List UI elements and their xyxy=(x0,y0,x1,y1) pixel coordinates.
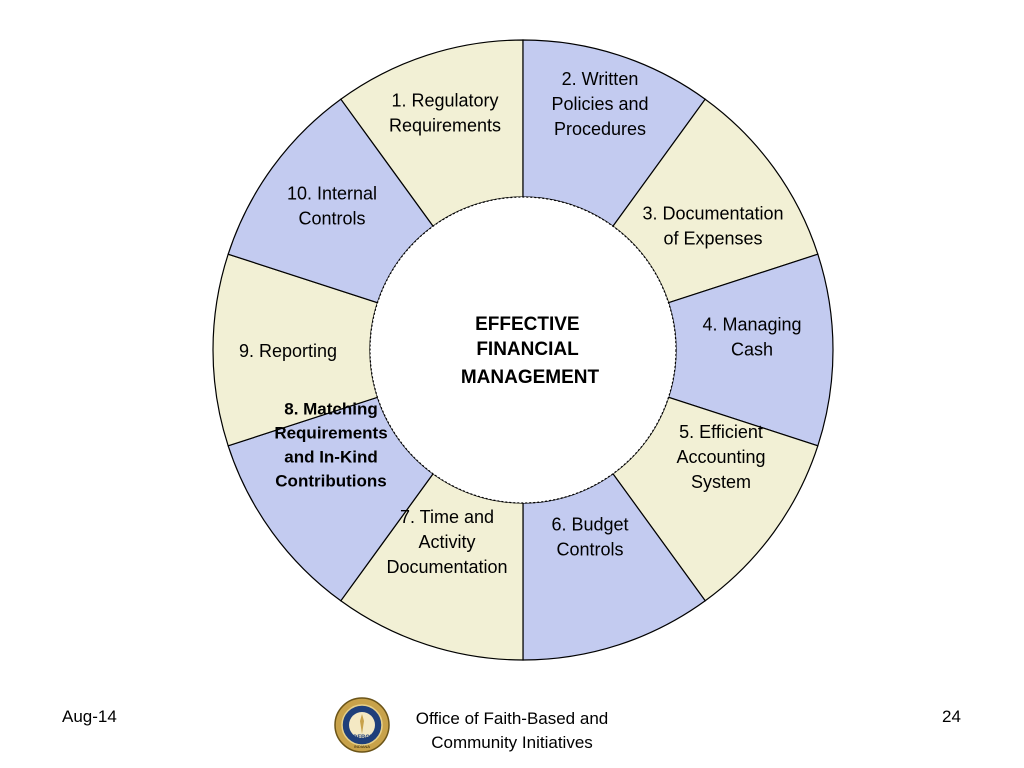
segment-4-line-2: Cash xyxy=(731,339,773,359)
segment-5-line-1: 5. Efficient xyxy=(679,422,763,442)
segment-label-9: 9. Reporting xyxy=(239,341,337,361)
segment-5-line-2: Accounting xyxy=(676,447,765,467)
segment-5-line-3: System xyxy=(691,472,751,492)
segment-3-line-2: of Expenses xyxy=(663,228,762,248)
segment-8-line-1: 8. Matching xyxy=(284,399,378,418)
segment-9-line-1: 9. Reporting xyxy=(239,341,337,361)
segment-10-line-2: Controls xyxy=(298,208,365,228)
segment-7-line-3: Documentation xyxy=(386,557,507,577)
segment-label-3: 3. Documentation of Expenses xyxy=(642,203,783,248)
center-line-3: MANAGEMENT xyxy=(461,367,600,388)
footer-date: Aug-14 xyxy=(62,707,117,726)
segment-6-line-2: Controls xyxy=(556,539,623,559)
center-line-2: FINANCIAL xyxy=(476,339,579,360)
segment-8-line-3: and In-Kind xyxy=(284,447,377,466)
footer-office-line1: Office of Faith-Based and xyxy=(415,709,609,728)
footer-page-number: 24 xyxy=(942,707,961,726)
segment-6-line-1: 6. Budget xyxy=(551,514,628,534)
segment-8-line-4: Contributions xyxy=(275,471,386,490)
segment-8-line-2: Requirements xyxy=(274,423,387,442)
segment-2-line-2: Policies and xyxy=(551,94,648,114)
center-label: EFFECTIVE FINANCIAL MANAGEMENT xyxy=(461,314,600,388)
footer-office-line2: Community Initiatives xyxy=(431,733,593,752)
segment-1-line-1: 1. Regulatory xyxy=(391,90,498,110)
segment-7-line-2: Activity xyxy=(418,532,475,552)
segment-1-line-2: Requirements xyxy=(389,115,501,135)
segment-3-line-1: 3. Documentation xyxy=(642,203,783,223)
segment-2-line-3: Procedures xyxy=(554,119,646,139)
center-circle xyxy=(369,196,677,504)
financial-management-wheel: EFFECTIVE FINANCIAL MANAGEMENT 1. Regula… xyxy=(212,39,834,661)
center-line-1: EFFECTIVE xyxy=(475,314,580,335)
seal-text: OFBCI xyxy=(353,735,372,741)
footer-office: Office of Faith-Based and Community Init… xyxy=(398,707,626,755)
segment-10-line-1: 10. Internal xyxy=(287,183,377,203)
segment-2-line-1: 2. Written xyxy=(562,69,639,89)
ofbci-seal-logo: OFBCI INDIANA xyxy=(334,697,390,753)
segment-4-line-1: 4. Managing xyxy=(702,314,801,334)
seal-state: INDIANA xyxy=(354,744,371,749)
segment-7-line-1: 7. Time and xyxy=(400,507,494,527)
